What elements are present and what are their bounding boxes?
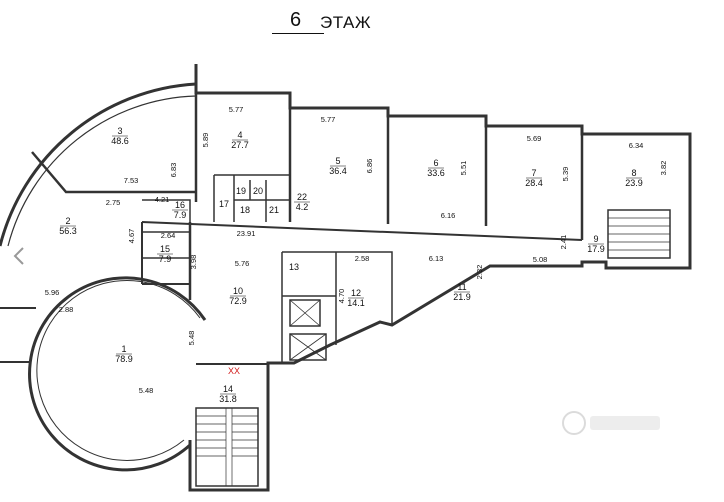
dimension-label: 4.67 xyxy=(127,229,136,244)
room-number: 10 xyxy=(233,286,243,296)
room-area: 14.1 xyxy=(347,298,365,308)
room-area: 4.2 xyxy=(296,202,309,212)
room-area: 78.9 xyxy=(115,354,133,364)
room-number: 4 xyxy=(237,130,242,140)
room-area: 48.6 xyxy=(111,136,129,146)
logo-icon xyxy=(562,411,660,435)
dimension-label: 4.70 xyxy=(337,289,346,304)
room-area: 21.9 xyxy=(453,292,471,302)
dimension-label: 6.86 xyxy=(365,159,374,174)
dimension-label: 5.48 xyxy=(187,331,196,346)
room-area: 7.9 xyxy=(174,210,187,220)
dimension-label: 6.83 xyxy=(169,163,178,178)
dimension-label: 2.75 xyxy=(106,198,121,207)
dimension-label: 5.77 xyxy=(321,115,336,124)
room-number: 19 xyxy=(236,186,246,196)
room-area: 17.9 xyxy=(587,244,605,254)
room-number: 16 xyxy=(175,200,185,210)
dimension-label: 6.34 xyxy=(629,141,644,150)
room-number: 2 xyxy=(65,216,70,226)
dimension-label: 5.76 xyxy=(235,259,250,268)
dimension-labels: 5.77 5.89 6.83 7.53 5.77 6.86 5.51 5.69 5.39 6.34… xyxy=(45,105,668,395)
room-area: 72.9 xyxy=(229,296,247,306)
chevron-left-icon xyxy=(13,247,24,265)
floor-title: 6 ЭТАЖ xyxy=(272,6,402,34)
room-number: 14 xyxy=(223,384,233,394)
room-number: 8 xyxy=(631,168,636,178)
room-area: 31.8 xyxy=(219,394,237,404)
dimension-label: 2.64 xyxy=(161,231,176,240)
room-number: 6 xyxy=(433,158,438,168)
room-area: 27.7 xyxy=(231,140,249,150)
room-number: 17 xyxy=(219,199,229,209)
room-number: 5 xyxy=(335,156,340,166)
dimension-label: 5.51 xyxy=(459,161,468,176)
dimension-label: 3.98 xyxy=(189,255,198,270)
room-number: 1 xyxy=(121,344,126,354)
dimension-label: 5.96 xyxy=(45,288,60,297)
dimension-label: 7.53 xyxy=(124,176,139,185)
exit-marker: XX xyxy=(228,366,240,376)
prev-arrow[interactable] xyxy=(8,244,32,268)
room-area: 56.3 xyxy=(59,226,77,236)
dimension-label: 2.32 xyxy=(475,265,484,280)
room-number: 18 xyxy=(240,205,250,215)
room-area: 28.4 xyxy=(525,178,543,188)
dimension-label: 5.48 xyxy=(139,386,154,395)
room-number: 13 xyxy=(289,262,299,272)
dimension-label: 2.58 xyxy=(355,254,370,263)
room-number: 7 xyxy=(531,168,536,178)
dimension-label: 5.77 xyxy=(229,105,244,114)
floor-word: ЭТАЖ xyxy=(320,13,372,32)
room-area: 36.4 xyxy=(329,166,347,176)
dimension-label: 6.16 xyxy=(441,211,456,220)
room-number: 22 xyxy=(297,192,307,202)
dimension-label: 2.41 xyxy=(559,235,568,250)
dimension-label: 23.91 xyxy=(237,229,256,238)
dimension-label: 6.13 xyxy=(429,254,444,263)
dimension-label: 5.39 xyxy=(561,167,570,182)
room-area: 33.6 xyxy=(427,168,445,178)
walls xyxy=(0,64,692,492)
room-area: 23.9 xyxy=(625,178,643,188)
room-number: 20 xyxy=(253,186,263,196)
dimension-label: 5.89 xyxy=(201,133,210,148)
room-number: 11 xyxy=(457,282,466,292)
dimension-label: 4.21 xyxy=(155,195,170,204)
watermark-logo xyxy=(560,408,670,438)
room-number: 21 xyxy=(269,205,279,215)
room-number: 9 xyxy=(593,234,598,244)
room-number: 3 xyxy=(117,126,122,136)
dimension-label: 5.08 xyxy=(533,255,548,264)
room-number: 12 xyxy=(351,288,361,298)
dimension-label: 2.88 xyxy=(59,305,74,314)
dimension-label: 3.82 xyxy=(659,161,668,176)
title-underline xyxy=(272,33,324,34)
dimension-label: 5.69 xyxy=(527,134,542,143)
floor-number: 6 xyxy=(290,9,302,31)
room-area: 7.9 xyxy=(159,254,172,264)
room-number: 15 xyxy=(160,244,170,254)
